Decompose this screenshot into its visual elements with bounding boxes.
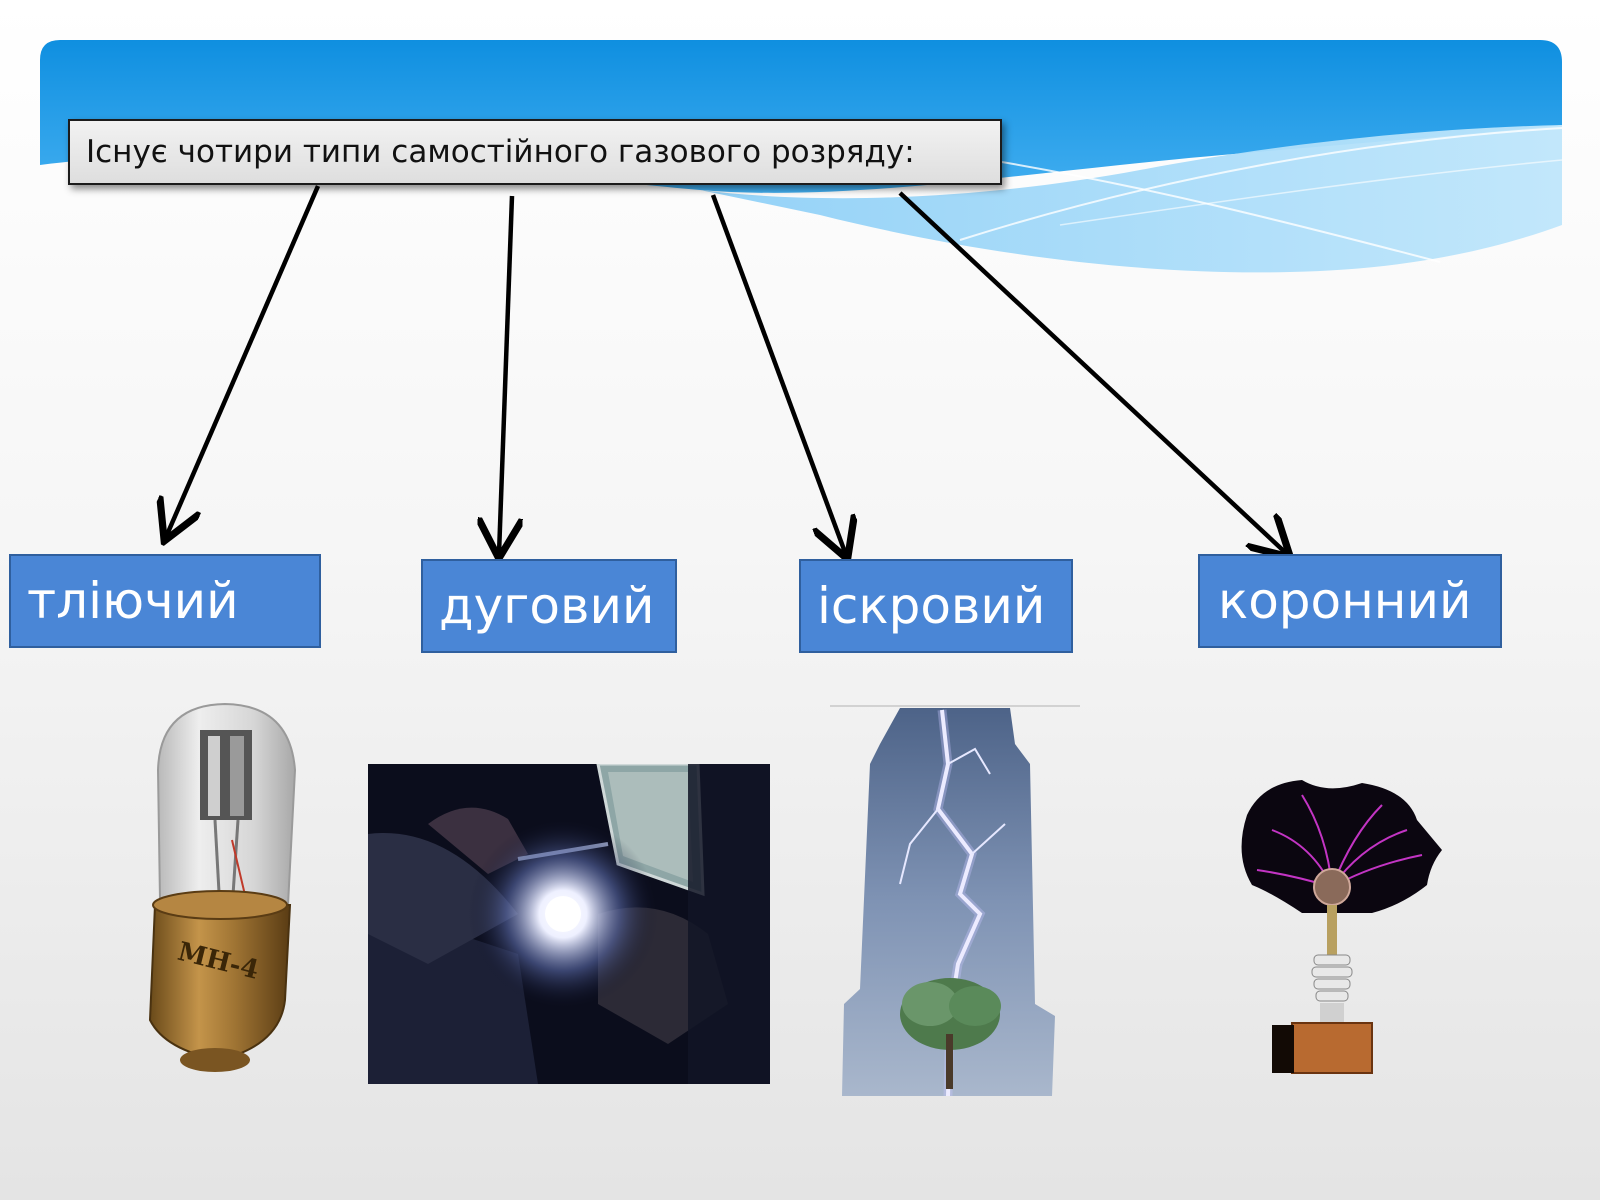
corona-discharge-image [1232, 775, 1447, 1075]
type-label-arc: дуговий [439, 581, 654, 631]
slide-title: Існує чотири типи самостійного газового … [68, 119, 1002, 185]
type-box-glow: тліючий [9, 554, 321, 648]
lightning-spark-image [830, 704, 1080, 1096]
gas-discharge-lamp-image: МН-4 [120, 700, 320, 1090]
type-label-glow: тліючий [27, 576, 239, 626]
type-label-corona: коронний [1218, 576, 1472, 626]
type-box-spark: іскровий [799, 559, 1073, 653]
type-label-spark: іскровий [817, 581, 1045, 631]
type-box-corona: коронний [1198, 554, 1502, 648]
type-box-arc: дуговий [421, 559, 677, 653]
arc-welding-image [368, 764, 770, 1084]
